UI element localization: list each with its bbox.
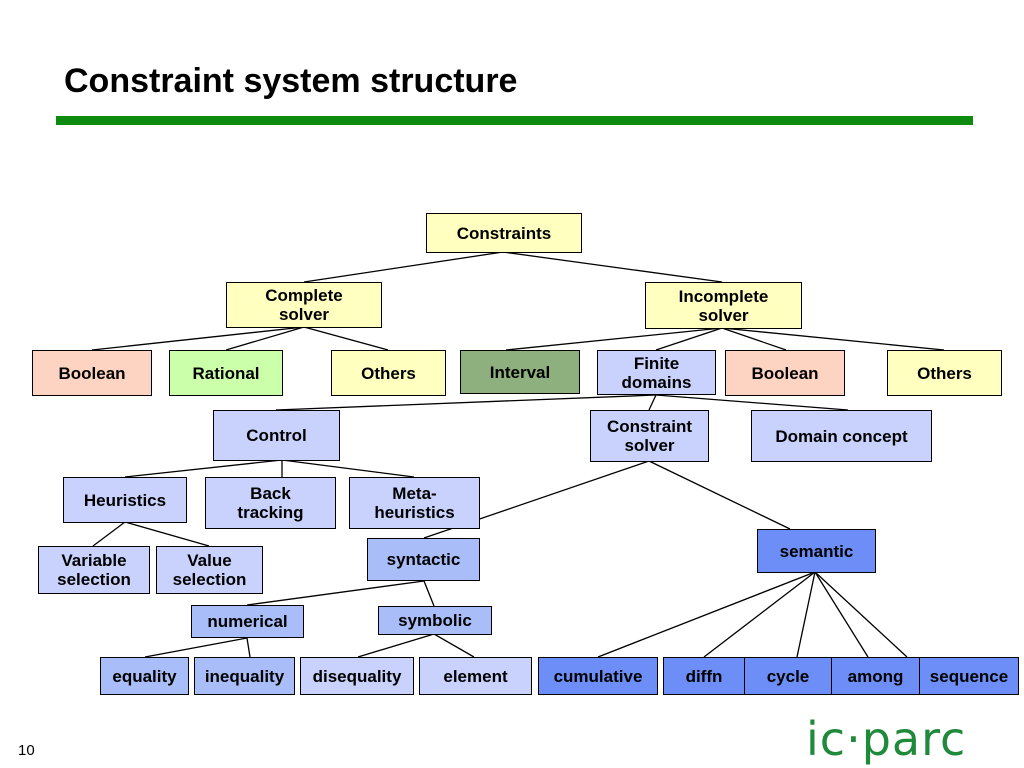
edge <box>91 326 305 351</box>
edge <box>357 633 435 658</box>
node-constraint-solver: Constraint solver <box>590 410 709 462</box>
edge <box>275 394 657 411</box>
node-sequence: sequence <box>919 657 1019 695</box>
node-value-selection: Value selection <box>156 546 263 594</box>
edge <box>303 251 504 283</box>
edge <box>246 580 425 606</box>
node-control: Control <box>213 410 340 461</box>
edge <box>433 633 475 658</box>
slide-title: Constraint system structure <box>64 62 518 100</box>
node-semantic: semantic <box>757 529 876 573</box>
node-domain-concept: Domain concept <box>751 410 932 462</box>
edge <box>225 326 305 351</box>
node-equality: equality <box>100 657 189 695</box>
edge <box>144 637 248 658</box>
edge <box>655 327 723 351</box>
node-finite-domains: Finite domains <box>597 350 716 395</box>
node-others-incomplete: Others <box>887 350 1002 396</box>
node-disequality: disequality <box>300 657 414 695</box>
edge <box>502 251 723 283</box>
edge <box>796 571 816 658</box>
node-symbolic: symbolic <box>378 606 492 635</box>
edge <box>814 571 908 658</box>
edge <box>648 460 791 530</box>
page-number: 10 <box>18 742 35 759</box>
node-constraints: Constraints <box>426 213 582 253</box>
ic-parc-logo: ic·parc <box>806 712 967 766</box>
node-element: element <box>419 657 532 695</box>
node-heuristics: Heuristics <box>63 477 187 523</box>
edge <box>423 580 435 607</box>
edge <box>124 459 283 478</box>
node-incomplete-solver: Incomplete solver <box>645 282 802 329</box>
edge <box>303 326 389 351</box>
title-rule <box>56 116 973 125</box>
node-cycle: cycle <box>744 657 832 695</box>
node-others-complete: Others <box>331 350 446 396</box>
edge <box>281 459 415 478</box>
node-variable-selection: Variable selection <box>38 546 150 594</box>
node-cumulative: cumulative <box>538 657 658 695</box>
node-complete-solver: Complete solver <box>226 282 382 328</box>
node-interval: Interval <box>460 350 580 394</box>
edge <box>597 571 816 658</box>
node-back-tracking: Back tracking <box>205 477 336 529</box>
node-diffn: diffn <box>663 657 745 695</box>
node-boolean-complete: Boolean <box>32 350 152 396</box>
edge <box>124 521 210 547</box>
node-inequality: inequality <box>194 657 295 695</box>
node-rational: Rational <box>169 350 283 396</box>
node-meta-heuristics: Meta- heuristics <box>349 477 480 529</box>
edge <box>246 637 251 658</box>
node-syntactic: syntactic <box>367 538 480 581</box>
node-boolean-incomplete: Boolean <box>725 350 845 396</box>
edge <box>648 394 657 411</box>
edge <box>721 327 945 351</box>
edge <box>721 327 787 351</box>
edge <box>703 571 816 658</box>
node-among: among <box>831 657 920 695</box>
node-numerical: numerical <box>191 605 304 638</box>
edge <box>814 571 869 658</box>
edge <box>655 394 849 411</box>
edge <box>505 327 723 351</box>
edge <box>92 521 126 547</box>
